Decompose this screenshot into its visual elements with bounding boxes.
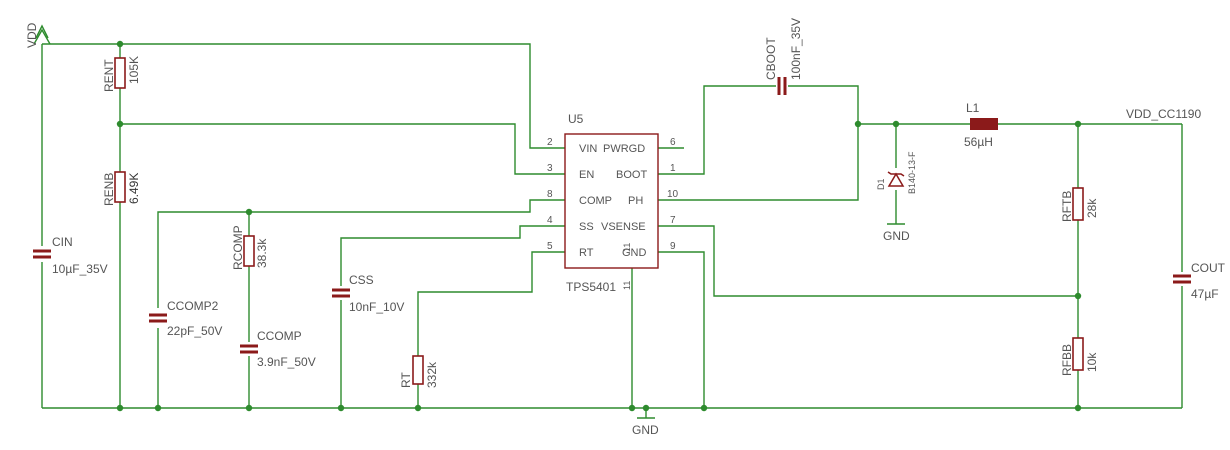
- resistor-rfbb: RFBB 10k: [1060, 337, 1099, 376]
- cin-ref: CIN: [52, 235, 73, 249]
- d1-ref: D1: [876, 178, 886, 190]
- l1-value: 56µH: [964, 135, 993, 149]
- rt-ref: RT: [399, 372, 413, 388]
- cboot-ref: CBOOT: [764, 37, 778, 80]
- rftb-value: 28k: [1085, 198, 1099, 218]
- gnd-symbol-main: GND: [632, 417, 659, 437]
- capacitor-cin: CIN 10µF_35V: [33, 235, 108, 276]
- pin-name: EN: [579, 169, 594, 181]
- capacitor-cout: COUT 47µF: [1173, 261, 1226, 301]
- pin-name: SS: [579, 221, 594, 233]
- cout-ref: COUT: [1191, 261, 1226, 275]
- ccomp2-value: 22pF_50V: [167, 324, 222, 338]
- capacitor-ccomp2: CCOMP2 22pF_50V: [149, 299, 222, 338]
- pin-number: 2: [547, 137, 553, 148]
- pin-name: VSENSE: [601, 221, 646, 233]
- renb-ref: RENB: [102, 173, 116, 206]
- resistor-rt: RT 332k: [399, 355, 439, 388]
- capacitor-ccomp: CCOMP 3.9nF_50V: [240, 329, 316, 369]
- capacitor-css: CSS 10nF_10V: [332, 273, 404, 314]
- pin11-outer-label: 11: [622, 281, 632, 290]
- resistor-renb: RENB 6.49K: [102, 171, 141, 206]
- rcomp-value: 38.3k: [255, 238, 269, 268]
- pin-number: 7: [670, 215, 676, 226]
- pin-name: VIN: [579, 143, 597, 155]
- pin-name: RT: [579, 247, 594, 259]
- pin-number: 6: [670, 137, 676, 148]
- rcomp-ref: RCOMP: [231, 225, 245, 270]
- rftb-ref: RFTB: [1060, 191, 1074, 222]
- gnd-symbol-diode: GND: [883, 223, 910, 243]
- pin-number: 5: [547, 241, 553, 252]
- gnd-main-label: GND: [632, 423, 659, 437]
- pin-name: COMP: [579, 195, 612, 207]
- pin-name: BOOT: [616, 169, 647, 181]
- pin-number: 4: [547, 215, 553, 226]
- pin11-inner-label: 11: [622, 243, 632, 252]
- rfbb-ref: RFBB: [1060, 344, 1074, 376]
- resistor-rcomp: RCOMP 38.3k: [231, 225, 269, 270]
- rfbb-value: 10k: [1085, 352, 1099, 372]
- renb-value: 6.49K: [127, 173, 141, 204]
- resistor-rftb: RFTB 28k: [1060, 187, 1099, 222]
- vout-net-label: VDD_CC1190: [1126, 107, 1201, 121]
- pin-name: PH: [628, 195, 643, 207]
- ccomp-value: 3.9nF_50V: [257, 355, 316, 369]
- d1-value: B140-13-F: [907, 151, 917, 194]
- ic-ref: U5: [568, 112, 584, 126]
- cin-value: 10µF_35V: [52, 262, 108, 276]
- ccomp2-ref: CCOMP2: [167, 299, 219, 313]
- rent-ref: RENT: [102, 59, 116, 92]
- vdd-label: VDD: [25, 22, 39, 48]
- css-ref: CSS: [349, 273, 374, 287]
- inductor-l1: L1 56µH: [964, 101, 998, 149]
- junctions: [116, 40, 1082, 412]
- pin-name: PWRGD: [603, 143, 645, 155]
- ic-part: TPS5401: [566, 280, 616, 294]
- diode-d1: D1 B140-13-F: [876, 151, 917, 194]
- capacitor-cboot: CBOOT 100nF_35V: [764, 18, 803, 95]
- pin-number: 1: [670, 163, 676, 174]
- ic-u5: U5 TPS5401 2 VIN 3 EN 8 COMP 4 SS 5 RT 6…: [547, 112, 679, 294]
- pin-name: GND: [622, 247, 647, 259]
- l1-ref: L1: [966, 101, 980, 115]
- ccomp-ref: CCOMP: [257, 329, 302, 343]
- resistor-rent: RENT 105K: [102, 56, 141, 92]
- gnd-diode-label: GND: [883, 229, 910, 243]
- pin-number: 10: [667, 189, 679, 200]
- wires: [41, 43, 1183, 418]
- pin-number: 9: [670, 241, 676, 252]
- rt-value: 332k: [425, 361, 439, 388]
- pin-number: 8: [547, 189, 553, 200]
- pin-number: 3: [547, 163, 553, 174]
- vdd-symbol: VDD: [25, 22, 51, 48]
- cout-value: 47µF: [1191, 287, 1219, 301]
- cboot-value: 100nF_35V: [789, 18, 803, 80]
- css-value: 10nF_10V: [349, 300, 404, 314]
- rent-value: 105K: [127, 56, 141, 84]
